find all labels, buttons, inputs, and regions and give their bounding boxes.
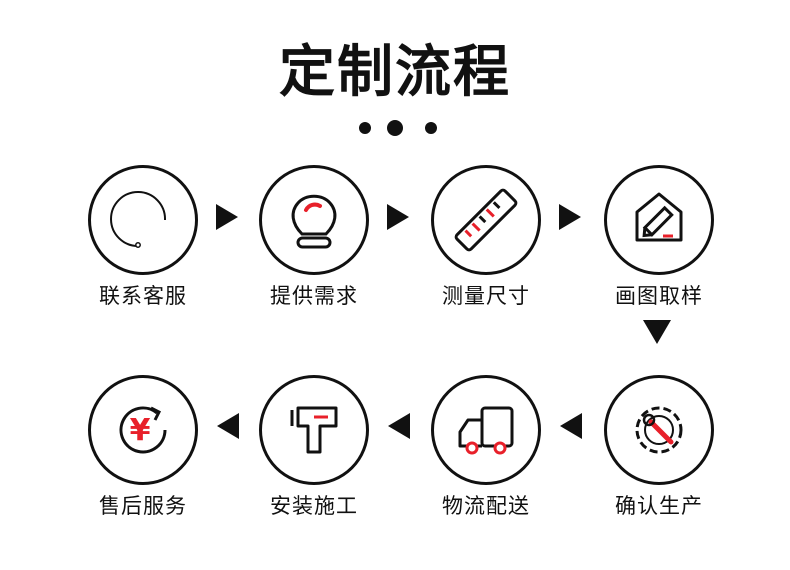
step-label: 测量尺寸 bbox=[442, 284, 530, 308]
arrow-right-icon bbox=[387, 204, 409, 230]
step-circle bbox=[604, 375, 714, 485]
arrow-left-icon bbox=[388, 413, 410, 439]
arrow-left-icon bbox=[217, 413, 239, 439]
step-label: 画图取样 bbox=[615, 284, 703, 308]
arrow-right-icon bbox=[216, 204, 238, 230]
truck-icon bbox=[458, 406, 514, 455]
arrow-right-icon bbox=[559, 204, 581, 230]
step-circle bbox=[604, 165, 714, 275]
step-circle bbox=[88, 165, 198, 275]
dot-right bbox=[425, 122, 437, 134]
phone-icon bbox=[110, 191, 167, 248]
gear-wrench-icon bbox=[635, 406, 683, 454]
step-label: 安装施工 bbox=[270, 494, 358, 518]
page-title: 定制流程 bbox=[279, 40, 511, 105]
step-label: 确认生产 bbox=[615, 494, 703, 518]
drill-icon bbox=[290, 406, 338, 454]
step-label: 物流配送 bbox=[442, 494, 530, 518]
ruler-icon bbox=[454, 188, 518, 252]
step-label: 联系客服 bbox=[99, 284, 187, 308]
step-label: 售后服务 bbox=[99, 494, 187, 518]
step-label: 提供需求 bbox=[270, 284, 358, 308]
arrow-left-icon bbox=[560, 413, 582, 439]
decorative-dots bbox=[0, 120, 790, 136]
dot-left bbox=[359, 122, 371, 134]
dot-middle bbox=[387, 120, 403, 136]
step-circle bbox=[259, 165, 369, 275]
step-circle bbox=[431, 375, 541, 485]
step-circle: ¥ bbox=[88, 375, 198, 485]
arrow-down-icon bbox=[643, 320, 671, 344]
yuan-symbol: ¥ bbox=[130, 413, 151, 448]
step-circle bbox=[259, 375, 369, 485]
yuan-refresh-icon: ¥ bbox=[119, 406, 167, 454]
step-circle bbox=[431, 165, 541, 275]
lightbulb-icon bbox=[291, 194, 337, 249]
pencil-house-icon bbox=[635, 192, 683, 242]
